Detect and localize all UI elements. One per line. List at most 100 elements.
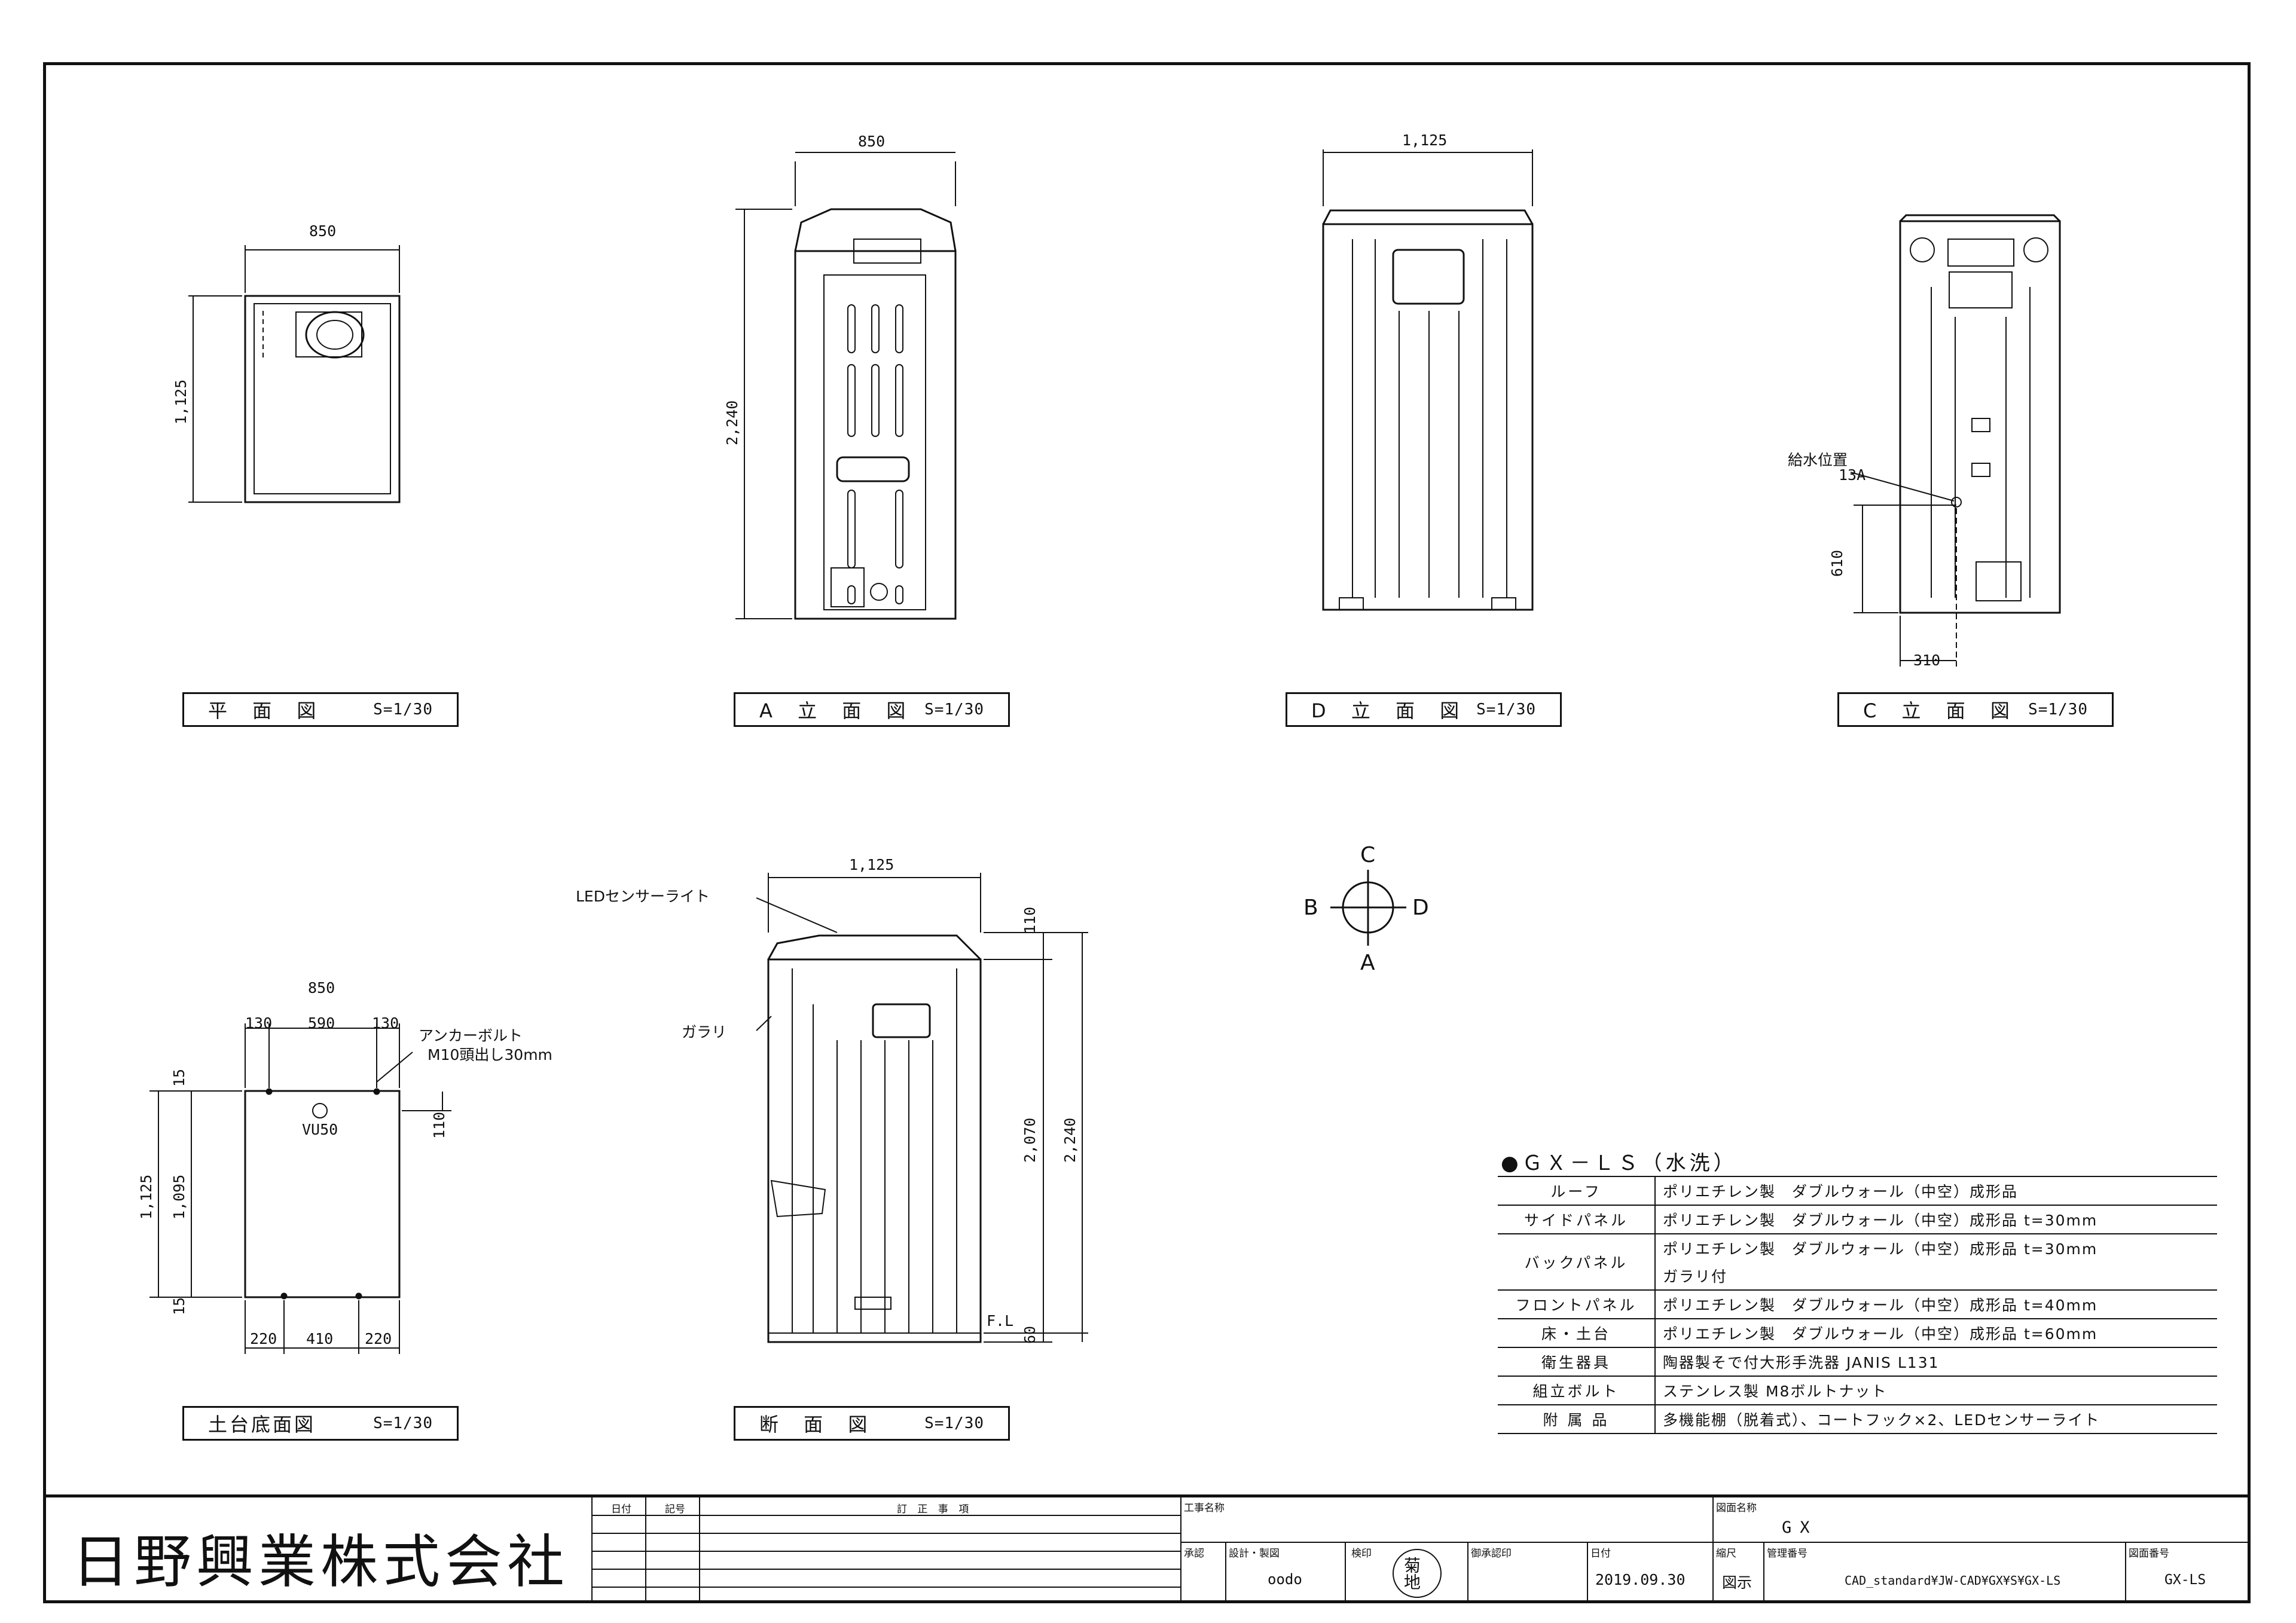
spec-row: 附 属 品多機能棚（脱着式）、コートフック×2、LEDセンサーライト	[1498, 1404, 2217, 1434]
compass-a: A	[1360, 950, 1375, 975]
plan-view	[188, 245, 401, 503]
spec-value: ポリエチレン製 ダブルウォール（中空）成形品	[1655, 1176, 2217, 1206]
base-anchor-spec: M10頭出し30mm	[428, 1046, 552, 1063]
elev-a-dim-width: 850	[858, 133, 886, 150]
spec-key: ルーフ	[1498, 1176, 1656, 1206]
elev-c-dim-310: 310	[1913, 652, 1941, 669]
elev-d-dim-width: 1,125	[1402, 132, 1448, 149]
base-dim-130a: 130	[245, 1014, 273, 1032]
company-name: 日野興業株式会社	[72, 1529, 569, 1596]
tb-manage-number: CAD_standard¥JW-CAD¥GX¥S¥GX-LS	[1845, 1573, 2061, 1588]
base-dim-410: 410	[306, 1330, 334, 1347]
label-plan: 平 面 図 S=1/30	[182, 692, 459, 727]
label-elev-d-title: D 立 面 図	[1311, 699, 1469, 722]
tb-number-label: 図面番号	[2129, 1548, 2169, 1560]
section-dim-1125: 1,125	[849, 856, 894, 873]
tb-date: 2019.09.30	[1595, 1571, 1686, 1588]
base-dim-1125: 1,125	[138, 1174, 155, 1219]
base-dim-850: 850	[308, 979, 335, 997]
section-led-label: LEDセンサーライト	[576, 888, 710, 905]
tb-drawing-number: GX-LS	[2164, 1572, 2206, 1588]
base-anchor-label: アンカーボルト	[419, 1027, 523, 1044]
spec-key: 附 属 品	[1498, 1404, 1656, 1434]
spec-value: ポリエチレン製 ダブルウォール（中空）成形品 t=60mm	[1655, 1318, 2217, 1348]
spec-row: 組立ボルトステンレス製 M8ボルトナット	[1498, 1376, 2217, 1405]
spec-title: ●ＧＸ－ＬＳ（水洗）	[1501, 1151, 1738, 1175]
spec-key: サイドパネル	[1498, 1205, 1656, 1234]
label-elev-d: D 立 面 図 S=1/30	[1286, 692, 1562, 727]
tb-project-name-label: 工事名称	[1184, 1502, 1225, 1514]
tb-scale: 図示	[1722, 1574, 1752, 1591]
label-section-scale: S=1/30	[924, 1414, 984, 1432]
spec-row: 床・土台ポリエチレン製 ダブルウォール（中空）成形品 t=60mm	[1498, 1318, 2217, 1348]
plan-dim-width: 850	[309, 222, 337, 240]
compass-c: C	[1360, 843, 1376, 867]
elevation-d-view	[1322, 149, 1534, 611]
spec-value: ガラリ付	[1655, 1262, 2217, 1291]
spec-key: 組立ボルト	[1498, 1376, 1656, 1405]
spec-value: ポリエチレン製 ダブルウォール（中空）成形品 t=30mm	[1655, 1205, 2217, 1234]
base-vu50: VU50	[302, 1121, 338, 1138]
base-dim-15a: 15	[170, 1068, 188, 1087]
spec-key: フロントパネル	[1498, 1289, 1656, 1319]
spec-row: バックパネルポリエチレン製 ダブルウォール（中空）成形品 t=30mm	[1498, 1233, 2217, 1291]
tb-date-label: 日付	[1590, 1548, 1611, 1560]
spec-row: ガラリ付	[1498, 1262, 2217, 1291]
label-plan-title: 平 面 図	[208, 699, 326, 722]
label-elev-c-scale: S=1/30	[2028, 701, 2088, 719]
section-garari-label: ガラリ	[682, 1023, 727, 1041]
section-view	[756, 873, 1088, 1343]
label-base-title: 土台底面図	[208, 1413, 316, 1436]
approval-seal	[1393, 1549, 1442, 1598]
label-plan-scale: S=1/30	[373, 701, 433, 719]
spec-value: ステンレス製 M8ボルトナット	[1655, 1376, 2217, 1405]
compass-d: D	[1412, 895, 1429, 920]
elev-c-water-position: 給水位置	[1788, 451, 1848, 469]
label-base-scale: S=1/30	[373, 1414, 433, 1432]
base-dim-110: 110	[430, 1111, 448, 1139]
spec-key: 床・土台	[1498, 1318, 1656, 1348]
spec-value: 陶器製そで付大形手洗器 JANIS L131	[1655, 1347, 2217, 1377]
label-elev-a-scale: S=1/30	[924, 701, 984, 719]
section-dim-2070: 2,070	[1021, 1117, 1039, 1163]
section-fl: F.L	[987, 1312, 1014, 1329]
tb-header-date: 日付	[611, 1503, 631, 1515]
spec-value: 多機能棚（脱着式）、コートフック×2、LEDセンサーライト	[1655, 1404, 2217, 1434]
spec-row: サイドパネルポリエチレン製 ダブルウォール（中空）成形品 t=30mm	[1498, 1205, 2217, 1234]
base-dim-130b: 130	[372, 1014, 399, 1032]
tb-header-sign: 記号	[665, 1503, 685, 1515]
tb-check-label: 検印	[1351, 1548, 1372, 1560]
compass-symbol	[1330, 870, 1406, 946]
tb-design-label: 設計・製図	[1229, 1548, 1280, 1560]
drawing-frame	[43, 62, 2251, 1603]
label-section: 断 面 図 S=1/30	[734, 1406, 1010, 1441]
spec-value: ポリエチレン製 ダブルウォール（中空）成形品 t=40mm	[1655, 1289, 2217, 1319]
spec-row: ルーフポリエチレン製 ダブルウォール（中空）成形品	[1498, 1176, 2217, 1206]
base-dim-590: 590	[308, 1014, 335, 1032]
spec-row: フロントパネルポリエチレン製 ダブルウォール（中空）成形品 t=40mm	[1498, 1289, 2217, 1319]
tb-header-revision: 訂 正 事 項	[897, 1503, 973, 1515]
label-elev-a-title: A 立 面 図	[759, 699, 915, 722]
base-dim-220a: 220	[250, 1330, 277, 1347]
tb-approve-label: 承認	[1184, 1548, 1204, 1560]
title-block-grid	[591, 1497, 2251, 1603]
spec-table: ルーフポリエチレン製 ダブルウォール（中空）成形品 サイドパネルポリエチレン製 …	[1498, 1176, 2217, 1434]
label-section-title: 断 面 図	[759, 1413, 877, 1436]
compass-b: B	[1303, 895, 1318, 920]
base-view	[149, 1023, 451, 1354]
elevation-c-view	[1850, 214, 2061, 667]
spec-key: バックパネル	[1498, 1233, 1656, 1291]
elevation-a-view	[735, 152, 957, 620]
section-dim-60: 60	[1021, 1325, 1039, 1344]
label-elev-c-title: C 立 面 図	[1863, 699, 2019, 722]
plan-dim-height: 1,125	[172, 379, 190, 424]
base-dim-15b: 15	[170, 1297, 188, 1315]
base-dim-1095: 1,095	[170, 1174, 188, 1219]
base-dim-220b: 220	[365, 1330, 392, 1347]
elev-c-water-size: 13A	[1839, 466, 1866, 484]
tb-scale-label: 縮尺	[1716, 1548, 1736, 1560]
spec-key: 衛生器具	[1498, 1347, 1656, 1377]
elev-a-dim-height: 2,240	[723, 400, 741, 445]
title-block	[43, 1494, 2251, 1603]
